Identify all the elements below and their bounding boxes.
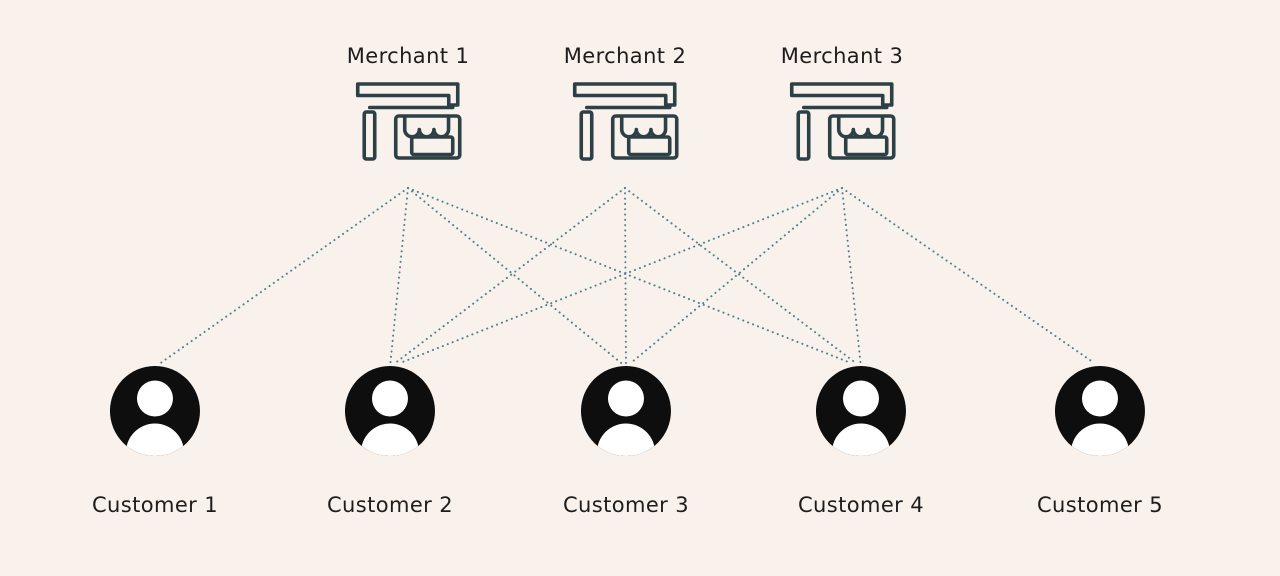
merchant-label: Merchant 2: [563, 44, 687, 68]
person-icon: [109, 366, 200, 456]
merchant-label: Merchant 1: [346, 44, 470, 68]
store-body: [394, 114, 462, 160]
store-window: [627, 135, 672, 157]
customer-label: Customer 2: [326, 493, 454, 517]
store-roof: [356, 82, 460, 107]
person-shoulders: [596, 423, 655, 456]
storefront-icon: [573, 82, 679, 161]
customer-5-node: Customer 5: [1037, 366, 1163, 517]
person-head: [136, 380, 173, 417]
store-pillar: [362, 110, 377, 161]
person-icon: [580, 366, 671, 456]
store-pillar: [579, 110, 594, 161]
edge-merchant-1-customer-2: [389, 187, 409, 364]
person-icon: [344, 366, 435, 456]
merchant-1-node: Merchant 1: [347, 44, 470, 162]
store-window: [410, 135, 455, 157]
merchant-3-node: Merchant 3: [781, 44, 904, 162]
person-shoulders: [125, 423, 184, 456]
customer-3-node: Customer 3: [563, 366, 689, 517]
storefront-icon: [790, 82, 896, 161]
customer-2-node: Customer 2: [327, 366, 453, 517]
edge-merchant-2-customer-4: [624, 187, 857, 364]
edge-merchant-1-customer-4: [407, 187, 852, 364]
store-body: [828, 114, 896, 160]
edge-merchant-3-customer-5: [841, 187, 1096, 364]
customer-label: Customer 5: [1036, 493, 1164, 517]
store-roof: [573, 82, 677, 107]
store-window: [844, 135, 889, 157]
person-head: [842, 380, 879, 417]
storefront-icon: [356, 82, 462, 161]
customer-label: Customer 1: [91, 493, 219, 517]
person-icon: [1054, 366, 1145, 456]
edge-merchant-3-customer-3: [629, 187, 843, 364]
dotted-edge-group: [159, 187, 1096, 364]
customer-label: Customer 4: [797, 493, 925, 517]
edge-merchant-3-customer-4: [841, 187, 862, 364]
person-head: [371, 380, 408, 417]
person-head: [1081, 380, 1118, 417]
person-icon: [815, 366, 906, 456]
person-shoulders: [831, 423, 890, 456]
edge-merchant-3-customer-2: [399, 187, 843, 364]
edge-merchant-1-customer-3: [407, 187, 623, 364]
edge-merchant-2-customer-3: [624, 187, 627, 364]
store-awning: [620, 115, 668, 139]
person-shoulders: [360, 423, 419, 456]
person-shoulders: [1070, 423, 1129, 456]
customer-1-node: Customer 1: [92, 366, 218, 517]
edge-merchant-1-customer-1: [159, 187, 409, 364]
store-awning: [403, 115, 451, 139]
store-roof: [790, 82, 894, 107]
person-head: [607, 380, 644, 417]
merchant-label: Merchant 3: [780, 44, 904, 68]
merchant-2-node: Merchant 2: [564, 44, 687, 162]
store-body: [611, 114, 679, 160]
store-awning: [837, 115, 885, 139]
edge-merchant-2-customer-2: [394, 187, 626, 364]
customer-label: Customer 3: [562, 493, 690, 517]
store-pillar: [796, 110, 811, 161]
customer-4-node: Customer 4: [798, 366, 924, 517]
